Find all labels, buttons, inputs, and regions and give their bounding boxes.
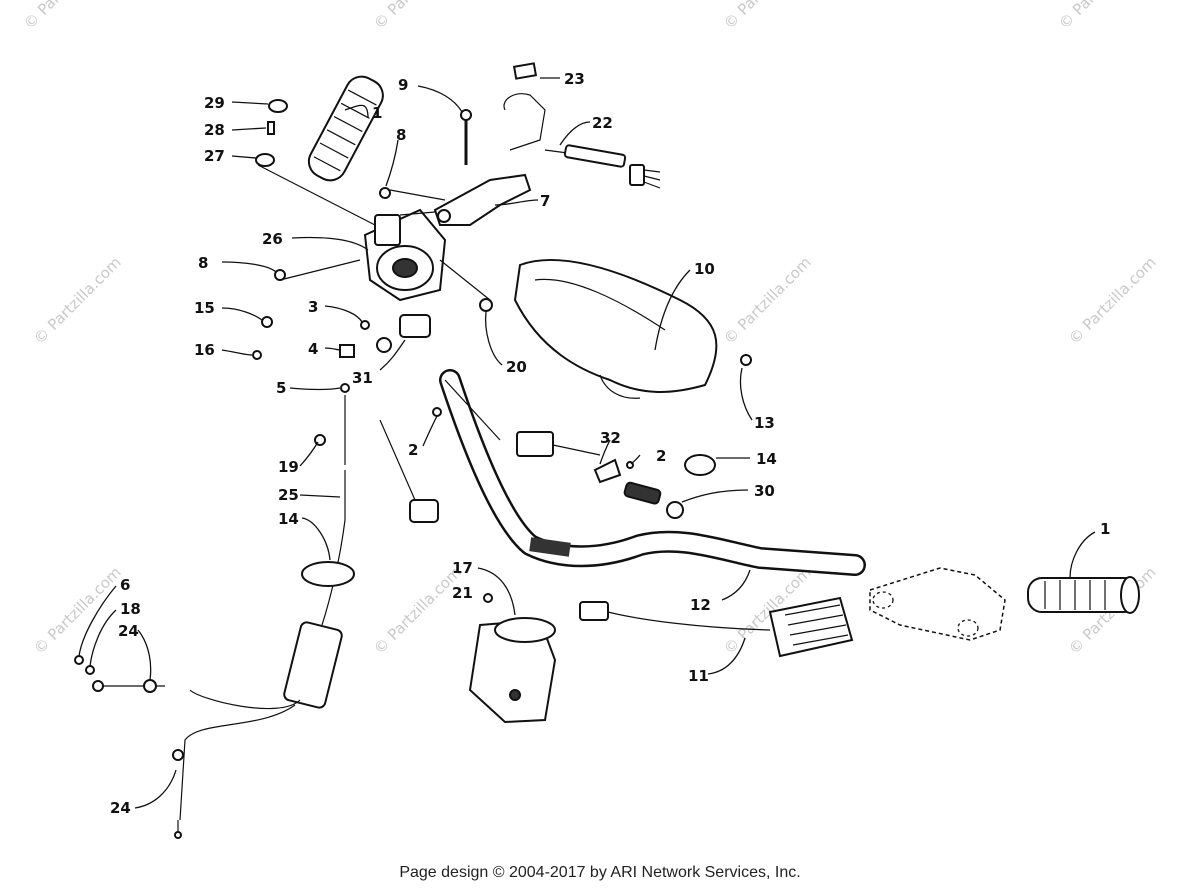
- callout-30: 30: [754, 482, 775, 500]
- callout-24-lower: 24: [110, 799, 131, 817]
- callout-25: 25: [278, 486, 299, 504]
- callout-32: 32: [600, 429, 621, 447]
- callout-15: 15: [194, 299, 215, 317]
- callout-9: 9: [398, 76, 408, 94]
- callout-22: 22: [592, 114, 613, 132]
- callout-27: 27: [204, 147, 225, 165]
- watermark-text: © Partzilla.com: [370, 0, 465, 33]
- callout-8-upper: 8: [396, 126, 406, 144]
- watermark-text: © Partzilla.com: [370, 563, 465, 658]
- callout-6: 6: [120, 576, 130, 594]
- mount-bracket: [468, 617, 557, 724]
- callout-16: 16: [194, 341, 215, 359]
- callout-31: 31: [352, 369, 373, 387]
- callout-2-right: 2: [656, 447, 666, 465]
- callout-23: 23: [564, 70, 585, 88]
- callout-28: 28: [204, 121, 225, 139]
- watermark-text: © Partzilla.com: [1065, 253, 1160, 348]
- watermark-text: © Partzilla.com: [1055, 0, 1150, 33]
- callout-10: 10: [694, 260, 715, 278]
- callout-4: 4: [308, 340, 318, 358]
- left-grip: [307, 75, 384, 182]
- heater-pad: [579, 596, 854, 658]
- throttle-housing: [363, 208, 447, 302]
- callout-1-left: 1: [372, 104, 382, 122]
- callout-17: 17: [452, 559, 473, 577]
- callout-20: 20: [506, 358, 527, 376]
- callout-1-right: 1: [1100, 520, 1110, 538]
- assembly-lines: [257, 164, 501, 523]
- callout-26: 26: [262, 230, 283, 248]
- right-grip: [1027, 576, 1140, 614]
- callout-14-upper: 14: [756, 450, 777, 468]
- callout-11: 11: [688, 667, 709, 685]
- callout-12: 12: [690, 596, 711, 614]
- lever: [433, 173, 532, 226]
- watermark-text: © Partzilla.com: [30, 253, 125, 348]
- cable-clamp: [301, 561, 355, 587]
- brake-bracket: [869, 567, 1006, 641]
- callout-21: 21: [452, 584, 473, 602]
- hood: [513, 258, 718, 399]
- callout-19: 19: [278, 458, 299, 476]
- wire-harness: [503, 93, 661, 189]
- watermark-text: © Partzilla.com: [30, 563, 125, 658]
- watermark-text: © Partzilla.com: [720, 0, 815, 33]
- footer-copyright: Page design © 2004-2017 by ARI Network S…: [399, 864, 801, 881]
- callout-18: 18: [120, 600, 141, 618]
- callout-24-upper: 24: [118, 622, 139, 640]
- callout-29: 29: [204, 94, 225, 112]
- callout-2-left: 2: [408, 441, 418, 459]
- small-parts: [252, 62, 752, 603]
- handlebar: [439, 369, 866, 576]
- watermark-text: © Partzilla.com: [720, 253, 815, 348]
- callout-7: 7: [540, 192, 550, 210]
- throttle-cable-assembly: [74, 470, 346, 839]
- callout-8-lower: 8: [198, 254, 208, 272]
- callout-14-lower: 14: [278, 510, 299, 528]
- callout-3: 3: [308, 298, 318, 316]
- callout-5: 5: [276, 379, 286, 397]
- watermark-text: © Partzilla.com: [20, 0, 115, 33]
- switch-assembly: [516, 431, 684, 519]
- callouts: 1 29 28 27 9 8 23 22 7 26 8 15 1: [78, 70, 1110, 817]
- callout-13: 13: [754, 414, 775, 432]
